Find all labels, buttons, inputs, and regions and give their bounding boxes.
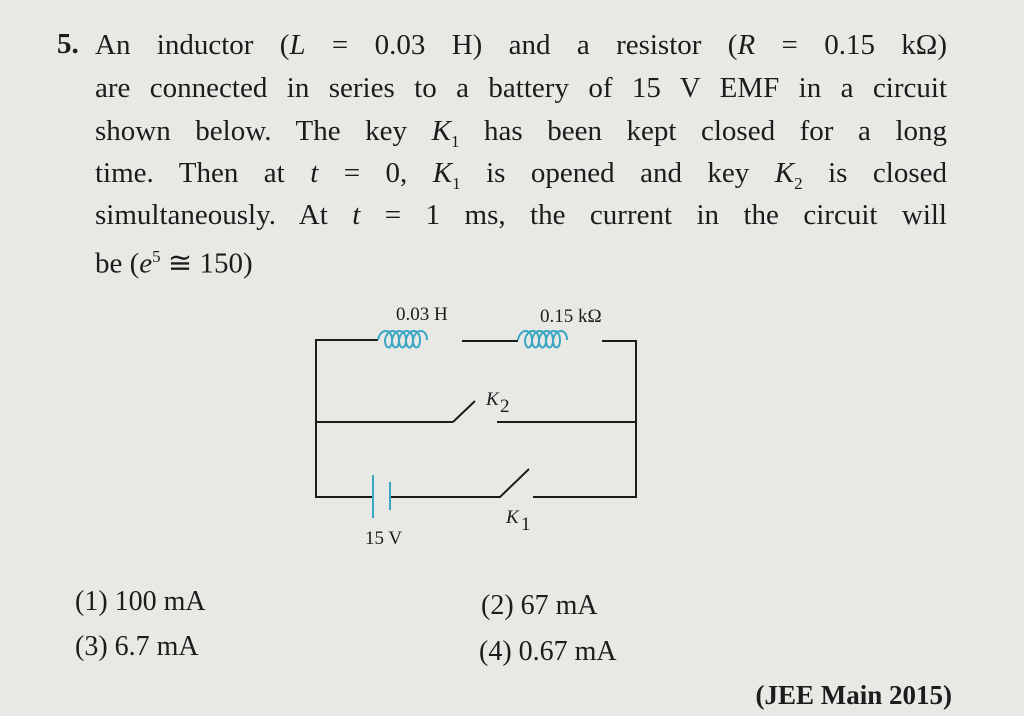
option-2[interactable]: (2) 67 mA [481, 590, 598, 621]
question-line-1: An inductor (L = 0.03 H) and a resistor … [95, 29, 947, 61]
battery-icon [372, 475, 391, 518]
resistor-coil [517, 330, 568, 349]
resistor-label: 0.15 kΩ [540, 306, 602, 327]
k1-sub: 1 [521, 514, 531, 535]
switch-k1 [389, 468, 530, 498]
wire-left [315, 339, 378, 498]
question-number: 5. [57, 28, 79, 60]
question-line-5: simultaneously. At t = 1 ms, the current… [95, 199, 947, 231]
question-line-6: be (e5 ≅ 150) [95, 247, 253, 280]
option-4[interactable]: (4) 0.67 mA [479, 636, 617, 667]
option-3[interactable]: (3) 6.7 mA [75, 631, 199, 662]
question-line-3: shown below. The key K1 has been kept cl… [95, 115, 947, 151]
question-line-2: are connected in series to a battery of … [95, 72, 947, 104]
option-1[interactable]: (1) 100 mA [75, 586, 206, 617]
switch-k2 [316, 400, 636, 423]
question-line-4: time. Then at t = 0, K1 is opened and ke… [95, 157, 947, 193]
inductor-coil [377, 330, 428, 349]
wire-right [533, 340, 637, 498]
k1-label: K [505, 507, 520, 528]
k2-sub: 2 [500, 396, 510, 417]
battery-label: 15 V [365, 528, 402, 549]
inductor-label: 0.03 H [396, 304, 448, 325]
k2-label: K [485, 389, 500, 410]
exam-source: (JEE Main 2015) [755, 680, 952, 710]
